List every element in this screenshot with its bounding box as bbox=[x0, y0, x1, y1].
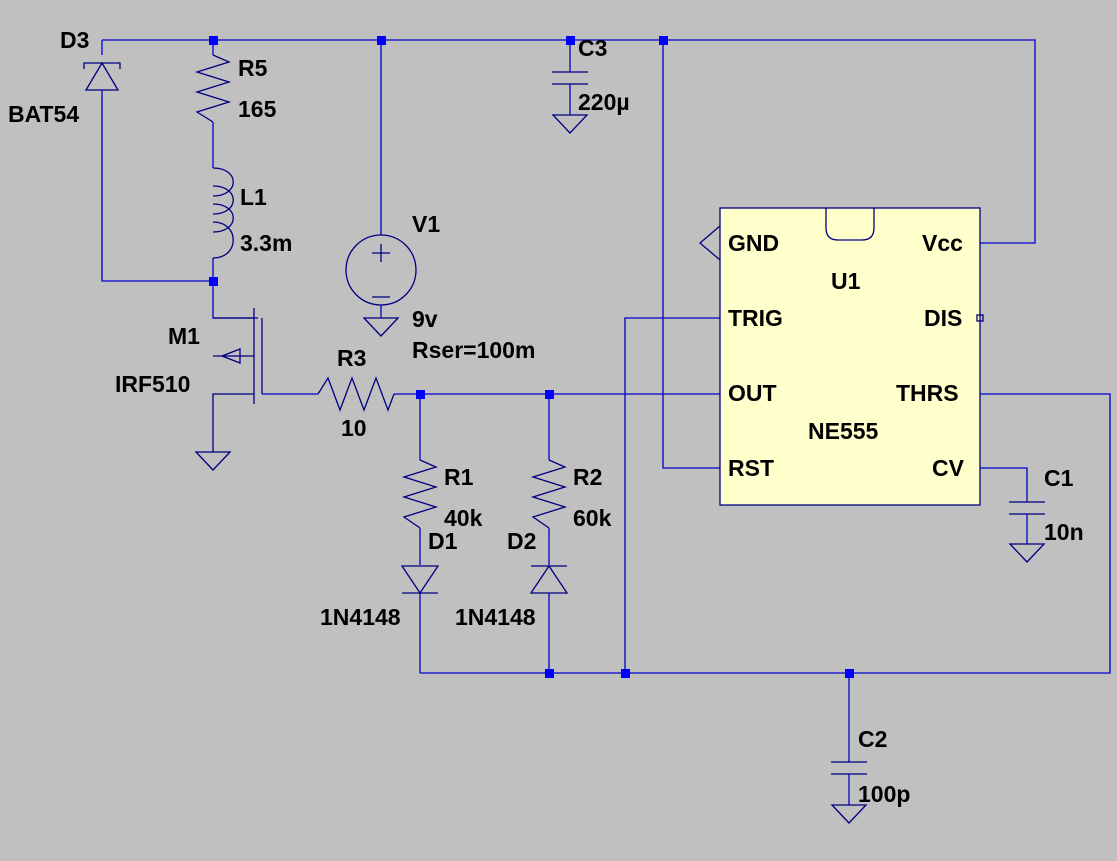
wire-rst[interactable] bbox=[662, 40, 720, 469]
voltage-source-v1-param: Rser=100m bbox=[412, 337, 535, 363]
resistor-r3-symbol bbox=[317, 376, 395, 412]
junctions bbox=[209, 36, 854, 678]
ground-icon bbox=[362, 317, 400, 337]
capacitor-c1[interactable]: C1 10n bbox=[1008, 465, 1084, 563]
diode-d2-ref: D2 bbox=[507, 528, 536, 554]
resistor-r2-ref: R2 bbox=[573, 464, 602, 490]
ground-icon bbox=[194, 451, 232, 471]
wire-d3-anode[interactable] bbox=[101, 90, 213, 282]
capacitor-c1-value: 10n bbox=[1044, 519, 1084, 545]
ic-u1-pin-out: OUT bbox=[728, 380, 777, 406]
junction-dot bbox=[566, 36, 575, 45]
diode-d1-value: 1N4148 bbox=[320, 604, 401, 630]
mosfet-m1-ref: M1 bbox=[168, 323, 200, 349]
diode-d1[interactable]: D1 1N4148 bbox=[320, 528, 458, 630]
diode-d2[interactable]: D2 1N4148 bbox=[455, 528, 569, 630]
capacitor-c3-ref: C3 bbox=[578, 35, 607, 61]
resistor-r2-value: 60k bbox=[573, 505, 612, 531]
resistor-r1-value: 40k bbox=[444, 505, 483, 531]
junction-dot bbox=[209, 277, 218, 286]
junction-dot bbox=[621, 669, 630, 678]
ground-icon bbox=[551, 114, 589, 134]
ic-u1-body bbox=[719, 207, 981, 506]
voltage-source-v1-value: 9v bbox=[412, 306, 438, 332]
ic-u1-pin-dis: DIS bbox=[924, 305, 962, 331]
junction-dot bbox=[659, 36, 668, 45]
junction-dot bbox=[416, 390, 425, 399]
resistor-r1-symbol bbox=[401, 459, 439, 529]
ic-u1-notch bbox=[825, 208, 875, 241]
resistor-r5-symbol bbox=[194, 54, 232, 123]
wire-cv[interactable] bbox=[980, 467, 1028, 502]
diode-d2-value: 1N4148 bbox=[455, 604, 536, 630]
wire-trig[interactable] bbox=[624, 317, 720, 673]
diode-d3-symbol bbox=[84, 61, 120, 91]
diode-d1-symbol bbox=[400, 565, 440, 595]
wire-l1-drain[interactable] bbox=[212, 258, 258, 319]
junction-dot bbox=[545, 390, 554, 399]
ic-u1-gnd-pin bbox=[698, 225, 721, 261]
ground-icon bbox=[1008, 543, 1046, 563]
inductor-l1-symbol bbox=[212, 167, 234, 259]
capacitor-c2-value: 100p bbox=[858, 781, 910, 807]
mosfet-m1-value: IRF510 bbox=[115, 371, 190, 397]
diode-d3-bar bbox=[83, 62, 121, 69]
voltage-source-v1-ref: V1 bbox=[412, 211, 440, 237]
ic-u1-value: NE555 bbox=[808, 418, 879, 444]
mosfet-m1-source-lead bbox=[212, 393, 254, 452]
capacitor-c3[interactable]: C3 220µ bbox=[551, 35, 630, 134]
capacitor-c1-ref: C1 bbox=[1044, 465, 1074, 491]
ic-u1-dis-pin bbox=[976, 314, 984, 322]
ground-icon bbox=[830, 804, 868, 824]
diode-d1-ref: D1 bbox=[428, 528, 458, 554]
mosfet-m1[interactable]: M1 IRF510 bbox=[115, 308, 263, 471]
resistor-r2[interactable]: R2 60k bbox=[530, 459, 612, 531]
ic-u1-pin-thrs: THRS bbox=[896, 380, 959, 406]
ic-u1[interactable]: GND Vcc U1 TRIG DIS OUT THRS NE555 RST C… bbox=[698, 207, 984, 506]
resistor-r1-ref: R1 bbox=[444, 464, 474, 490]
voltage-source-v1[interactable]: V1 9v Rser=100m bbox=[345, 211, 535, 363]
inductor-l1-ref: L1 bbox=[240, 184, 267, 210]
ic-u1-pin-gnd: GND bbox=[728, 230, 779, 256]
ic-u1-pin-cv: CV bbox=[932, 455, 965, 481]
junction-dot bbox=[845, 669, 854, 678]
diode-d2-symbol bbox=[529, 564, 569, 594]
resistor-r5[interactable]: R5 165 bbox=[194, 54, 277, 123]
diode-d3[interactable]: D3 BAT54 bbox=[8, 27, 121, 127]
diode-d3-value: BAT54 bbox=[8, 101, 79, 127]
resistor-r5-ref: R5 bbox=[238, 55, 268, 81]
ic-u1-pin-rst: RST bbox=[728, 455, 774, 481]
resistor-r3-value: 10 bbox=[341, 415, 367, 441]
mosfet-m1-arrow-icon bbox=[220, 348, 241, 364]
resistor-r3-ref: R3 bbox=[337, 345, 366, 371]
resistor-r5-value: 165 bbox=[238, 96, 277, 122]
ic-u1-pin-trig: TRIG bbox=[728, 305, 783, 331]
junction-dot bbox=[377, 36, 386, 45]
resistor-r2-symbol bbox=[530, 459, 568, 529]
junction-dot bbox=[209, 36, 218, 45]
capacitor-c3-value: 220µ bbox=[578, 89, 630, 115]
resistor-r3[interactable]: R3 10 bbox=[317, 345, 395, 441]
ic-u1-ref: U1 bbox=[831, 268, 861, 294]
diode-d3-ref: D3 bbox=[60, 27, 89, 53]
capacitor-c2-ref: C2 bbox=[858, 726, 887, 752]
junction-dot bbox=[545, 669, 554, 678]
resistor-r1[interactable]: R1 40k bbox=[401, 459, 483, 531]
wire-bottom-rail[interactable] bbox=[420, 393, 1111, 674]
ic-u1-pin-vcc: Vcc bbox=[922, 230, 963, 256]
inductor-l1[interactable]: L1 3.3m bbox=[212, 167, 292, 259]
capacitor-c2[interactable]: C2 100p bbox=[830, 726, 910, 824]
inductor-l1-value: 3.3m bbox=[240, 230, 292, 256]
